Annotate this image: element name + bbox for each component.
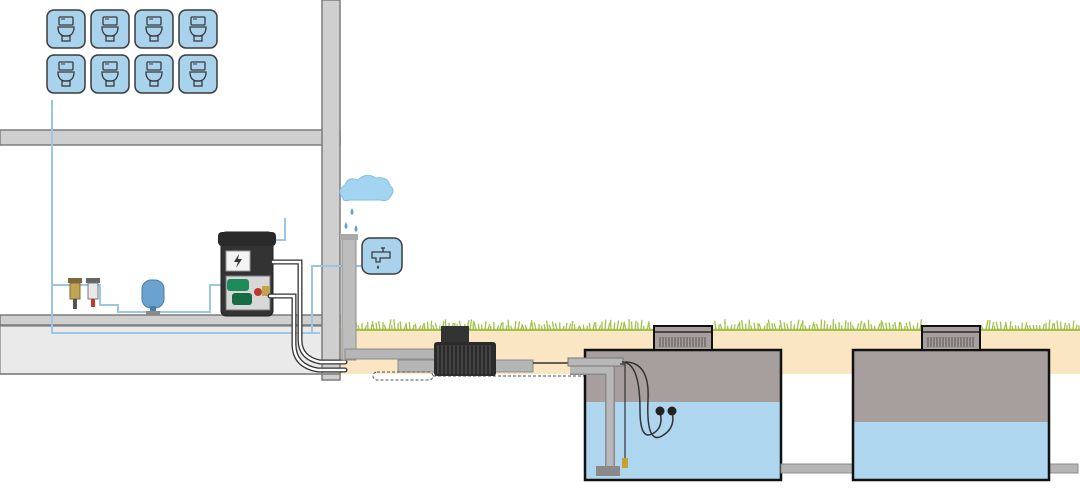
pump-valve xyxy=(254,288,262,296)
expansion-tank-icon xyxy=(141,279,165,315)
pump-fitting xyxy=(262,286,270,296)
dome-grip xyxy=(659,337,706,347)
tank-1-internals xyxy=(567,357,677,476)
sensor-cable xyxy=(620,363,626,460)
float-switch-icon xyxy=(667,406,677,416)
overflow-pipe xyxy=(372,371,434,381)
exterior-wall xyxy=(321,0,341,381)
pump-motor-lower xyxy=(232,293,252,305)
filter-icon xyxy=(86,278,100,307)
filter-icon xyxy=(68,278,82,309)
toilet-icon xyxy=(134,54,174,94)
inlet-stub xyxy=(567,357,624,367)
suction-filter xyxy=(596,466,620,476)
float-cable xyxy=(621,361,662,436)
cloud-rain-icon xyxy=(339,174,394,232)
tank-connector-pipe xyxy=(780,463,858,474)
rain-drop xyxy=(344,222,348,229)
downpipe-icon xyxy=(340,234,358,361)
pump-motor xyxy=(227,279,249,291)
dome-grip xyxy=(927,337,974,347)
water-filters xyxy=(68,278,100,309)
toilet-icon xyxy=(90,9,130,49)
toilet-supply-line xyxy=(51,100,320,334)
toilet-icon xyxy=(178,9,218,49)
storage-tank-2 xyxy=(851,325,1051,482)
float-switch-icon xyxy=(655,406,665,416)
toilet-icon xyxy=(90,54,130,94)
float-cable xyxy=(624,361,674,439)
toilet-icon xyxy=(134,9,174,49)
level-probe-icon xyxy=(622,458,628,468)
toilet-icon xyxy=(46,9,86,49)
unit-lid xyxy=(218,232,276,246)
tank-2-body-upper xyxy=(853,350,1049,422)
filter-supply-line xyxy=(52,284,240,313)
inlet-pipe xyxy=(344,348,436,360)
rain-drop xyxy=(354,225,358,232)
cable-conduits xyxy=(267,259,348,373)
pump-control-unit xyxy=(218,231,276,317)
faucet-icon xyxy=(361,237,403,275)
toilet-icon xyxy=(46,54,86,94)
tank-2-water xyxy=(853,422,1049,480)
ribbed-filter-icon xyxy=(434,326,496,376)
toilet-icon xyxy=(178,54,218,94)
rain-drop xyxy=(350,208,354,215)
electric-bolt-icon xyxy=(234,254,242,268)
toilets-group xyxy=(46,9,218,94)
